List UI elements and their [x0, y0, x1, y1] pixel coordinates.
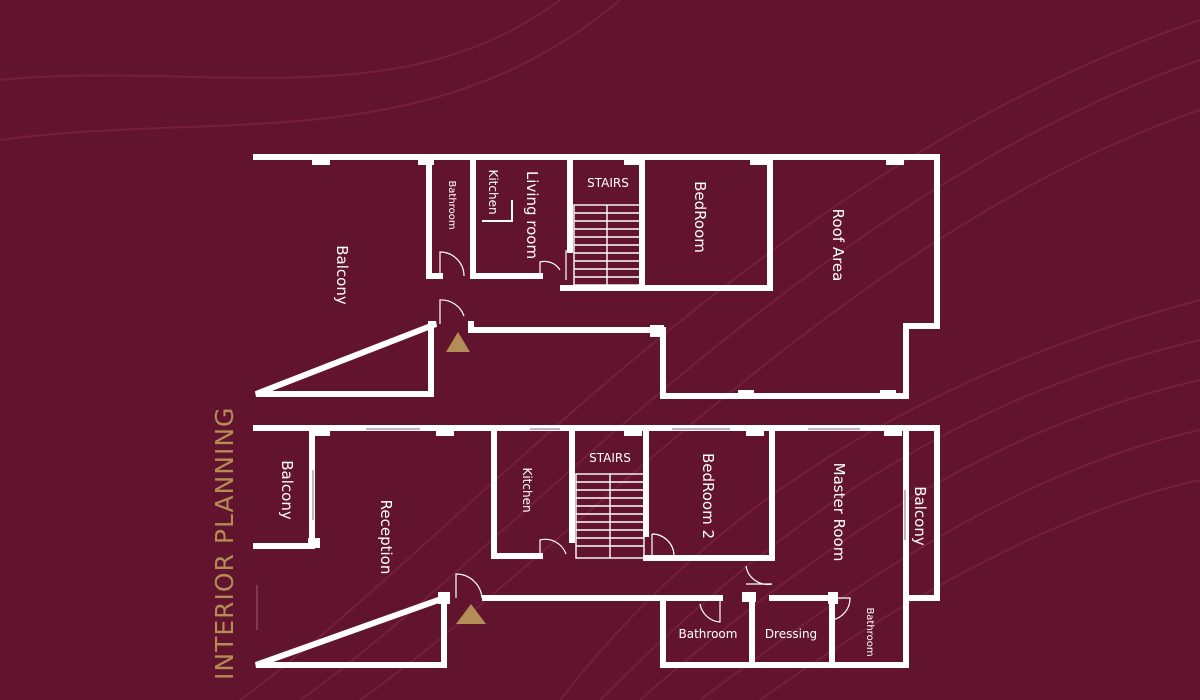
kitchen-counter	[482, 200, 513, 222]
room-label-stairs: STAIRS	[589, 451, 631, 465]
room-label-kitchen: Kitchen	[486, 169, 500, 214]
room-label-bathroom: Bathroom	[446, 180, 457, 229]
lower-outer-wall	[253, 425, 940, 668]
upper-outer-wall	[253, 154, 940, 399]
room-label-balcony-left: Balcony	[278, 460, 296, 520]
room-label-stairs: STAIRS	[587, 176, 629, 190]
door-swing	[439, 299, 465, 324]
wall	[639, 154, 773, 291]
lower-floor: Balcony Reception Kitchen STAIRS BedRoom…	[253, 425, 940, 668]
room-label-roof-area: Roof Area	[829, 209, 847, 282]
room-label-balcony-right: Balcony	[911, 486, 929, 546]
room-label-bathroom: Bathroom	[679, 627, 738, 641]
door-swing	[826, 597, 851, 621]
door-swing	[745, 565, 773, 586]
upper-floor: Balcony Bathroom Kitchen Living room STA…	[253, 154, 940, 399]
room-label-living-room: Living room	[523, 171, 541, 259]
door-swing	[539, 538, 567, 556]
room-label-bathroom-small: Bathroom	[864, 607, 875, 656]
door-swing	[651, 533, 675, 558]
entrance-triangle-icon	[446, 332, 470, 352]
room-label-balcony: Balcony	[333, 245, 351, 305]
door-swing	[439, 251, 465, 277]
door-swing	[455, 573, 483, 599]
side-title: INTERIOR PLANNING	[210, 407, 239, 680]
room-label-dressing: Dressing	[765, 627, 817, 641]
door-swing	[539, 260, 561, 276]
room-label-kitchen: Kitchen	[520, 467, 534, 512]
room-label-reception: Reception	[377, 500, 395, 575]
room-label-master-room: Master Room	[830, 463, 848, 562]
lower-stairs	[575, 473, 645, 559]
upper-stairs	[573, 204, 641, 286]
wall	[643, 425, 775, 561]
room-label-bedroom-2: BedRoom 2	[699, 453, 717, 539]
room-label-bedroom: BedRoom	[691, 181, 709, 253]
door-swing	[699, 598, 721, 623]
entrance-triangle-icon	[456, 604, 486, 624]
